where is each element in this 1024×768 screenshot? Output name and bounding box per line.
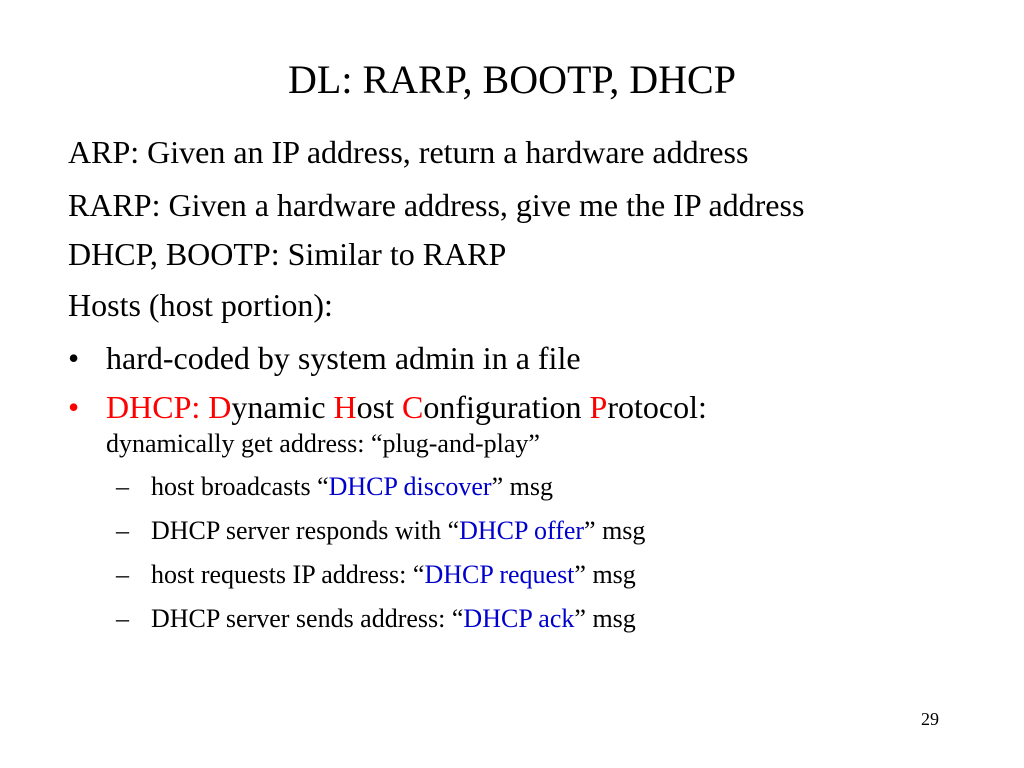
slide-body: ARP: Given an IP address, return a hardw… [68,134,948,648]
dash-marker: – [116,516,129,545]
bullet-text: hard-coded by system admin in a file [106,340,581,376]
dash-marker: – [116,560,129,589]
dhcp-d-letter: D [208,389,232,425]
dash-item-offer: – DHCP server responds with “DHCP offer”… [68,516,948,546]
dash-highlight: DHCP offer [459,516,585,545]
dash-before: host broadcasts “ [151,472,329,501]
dash-highlight: DHCP request [424,560,575,589]
dhcp-p-letter: P [589,389,608,425]
dash-after: ” msg [574,604,636,633]
bullet-marker: • [68,340,80,376]
slide-title: DL: RARP, BOOTP, DHCP [288,57,736,102]
dhcp-h-letter: H [333,389,357,425]
dash-after: ” msg [491,472,553,501]
dash-item-request: – host requests IP address: “DHCP reques… [68,560,948,590]
bullet-hard-coded: • hard-coded by system admin in a file [68,340,948,377]
dash-item-ack: – DHCP server sends address: “DHCP ack” … [68,604,948,634]
dhcp-ynamic: ynamic [231,389,334,425]
page-number: 29 [921,709,939,729]
dash-marker: – [116,472,129,501]
dhcp-ost: ost [356,389,402,425]
dhcp-rotocol: rotocol: [607,389,707,425]
dash-before: host requests IP address: “ [151,560,425,589]
dhcp-subline: dynamically get address: “plug-and-play” [106,429,540,458]
dash-after: ” msg [574,560,636,589]
dash-marker: – [116,604,129,633]
dash-after: ” msg [584,516,646,545]
dhcp-onfiguration: onfiguration [423,389,590,425]
dash-item-discover: – host broadcasts “DHCP discover” msg [68,472,948,502]
line-rarp: RARP: Given a hardware address, give me … [68,187,805,223]
bullet-dhcp: • DHCP: Dynamic Host Configuration Proto… [68,389,948,460]
dash-highlight: DHCP discover [328,472,492,501]
dash-before: DHCP server responds with “ [151,516,460,545]
dhcp-c-letter: C [402,389,424,425]
dash-highlight: DHCP ack [463,604,575,633]
line-dhcp-bootp: DHCP, BOOTP: Similar to RARP [68,236,507,272]
dash-before: DHCP server sends address: “ [151,604,464,633]
line-hosts: Hosts (host portion): [68,287,333,323]
line-arp: ARP: Given an IP address, return a hardw… [68,134,749,170]
bullet-marker: • [68,389,80,425]
dhcp-prefix: DHCP: [106,389,209,425]
